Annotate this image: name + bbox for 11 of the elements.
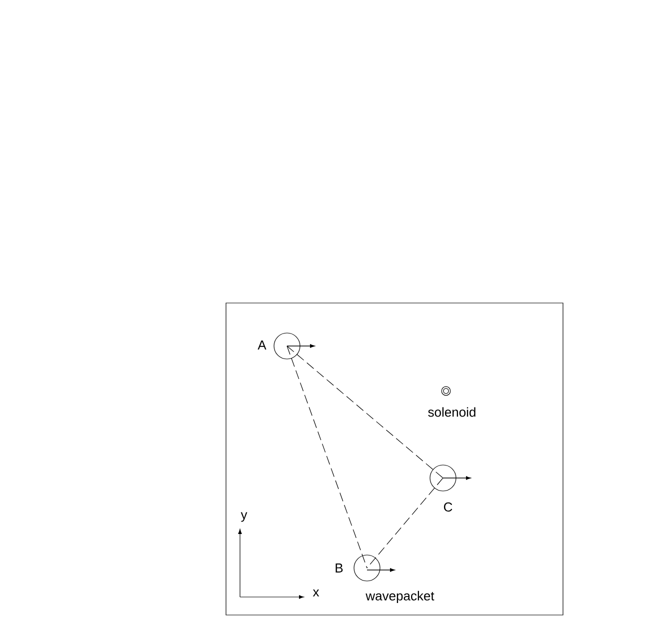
point-label: C — [444, 502, 452, 512]
dashed-line — [286, 346, 444, 478]
axis-label: x — [312, 590, 320, 596]
axis-label: y — [240, 512, 248, 522]
point-label: A — [258, 340, 266, 350]
dashed-line — [286, 346, 368, 568]
point-label: B — [336, 564, 343, 572]
dashed-line — [366, 478, 444, 568]
node-label: wavepacket — [366, 590, 434, 604]
frame-box — [226, 302, 564, 616]
solenoid-label: solenoid — [428, 407, 476, 417]
